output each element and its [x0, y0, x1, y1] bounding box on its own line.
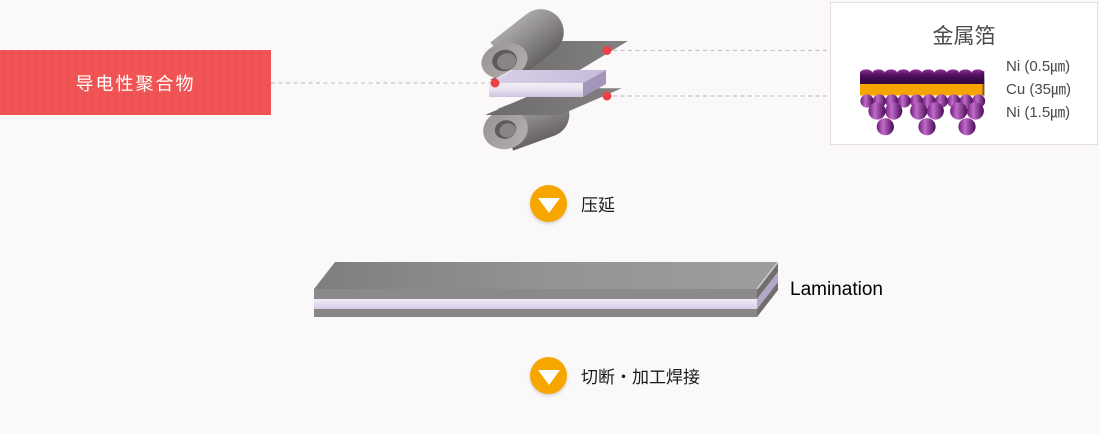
- card-title: 金属箔: [932, 25, 996, 48]
- banner-label: 导电性聚合物: [75, 73, 196, 94]
- down-arrow-icon: [530, 185, 567, 222]
- step-label: 切断・加工焊接: [581, 368, 700, 387]
- roller-press-illustration: [481, 9, 628, 151]
- conductive-polymer-banner: 导电性聚合物: [0, 50, 271, 115]
- step-cutting-welding: 切断・加工焊接: [530, 357, 700, 394]
- step-calendering: 压延: [530, 185, 615, 222]
- metal-foil-card: 金属箔: [830, 2, 1098, 145]
- connector-lines: [271, 49, 830, 97]
- metal-foil-diagram: [860, 69, 986, 136]
- foil-layer-label: Ni (1.5㎛): [1006, 104, 1071, 121]
- foil-layer-labels: Ni (0.5㎛) Cu (35㎛) Ni (1.5㎛): [1006, 55, 1071, 124]
- foil-layer-label: Ni (0.5㎛): [1006, 58, 1071, 75]
- lamination-label: Lamination: [790, 279, 883, 300]
- lamination-slab-illustration: [314, 261, 779, 317]
- marker-dots: [490, 46, 612, 101]
- step-label: 压延: [581, 196, 615, 215]
- down-arrow-icon: [530, 357, 567, 394]
- foil-layer-label: Cu (35㎛): [1006, 81, 1072, 98]
